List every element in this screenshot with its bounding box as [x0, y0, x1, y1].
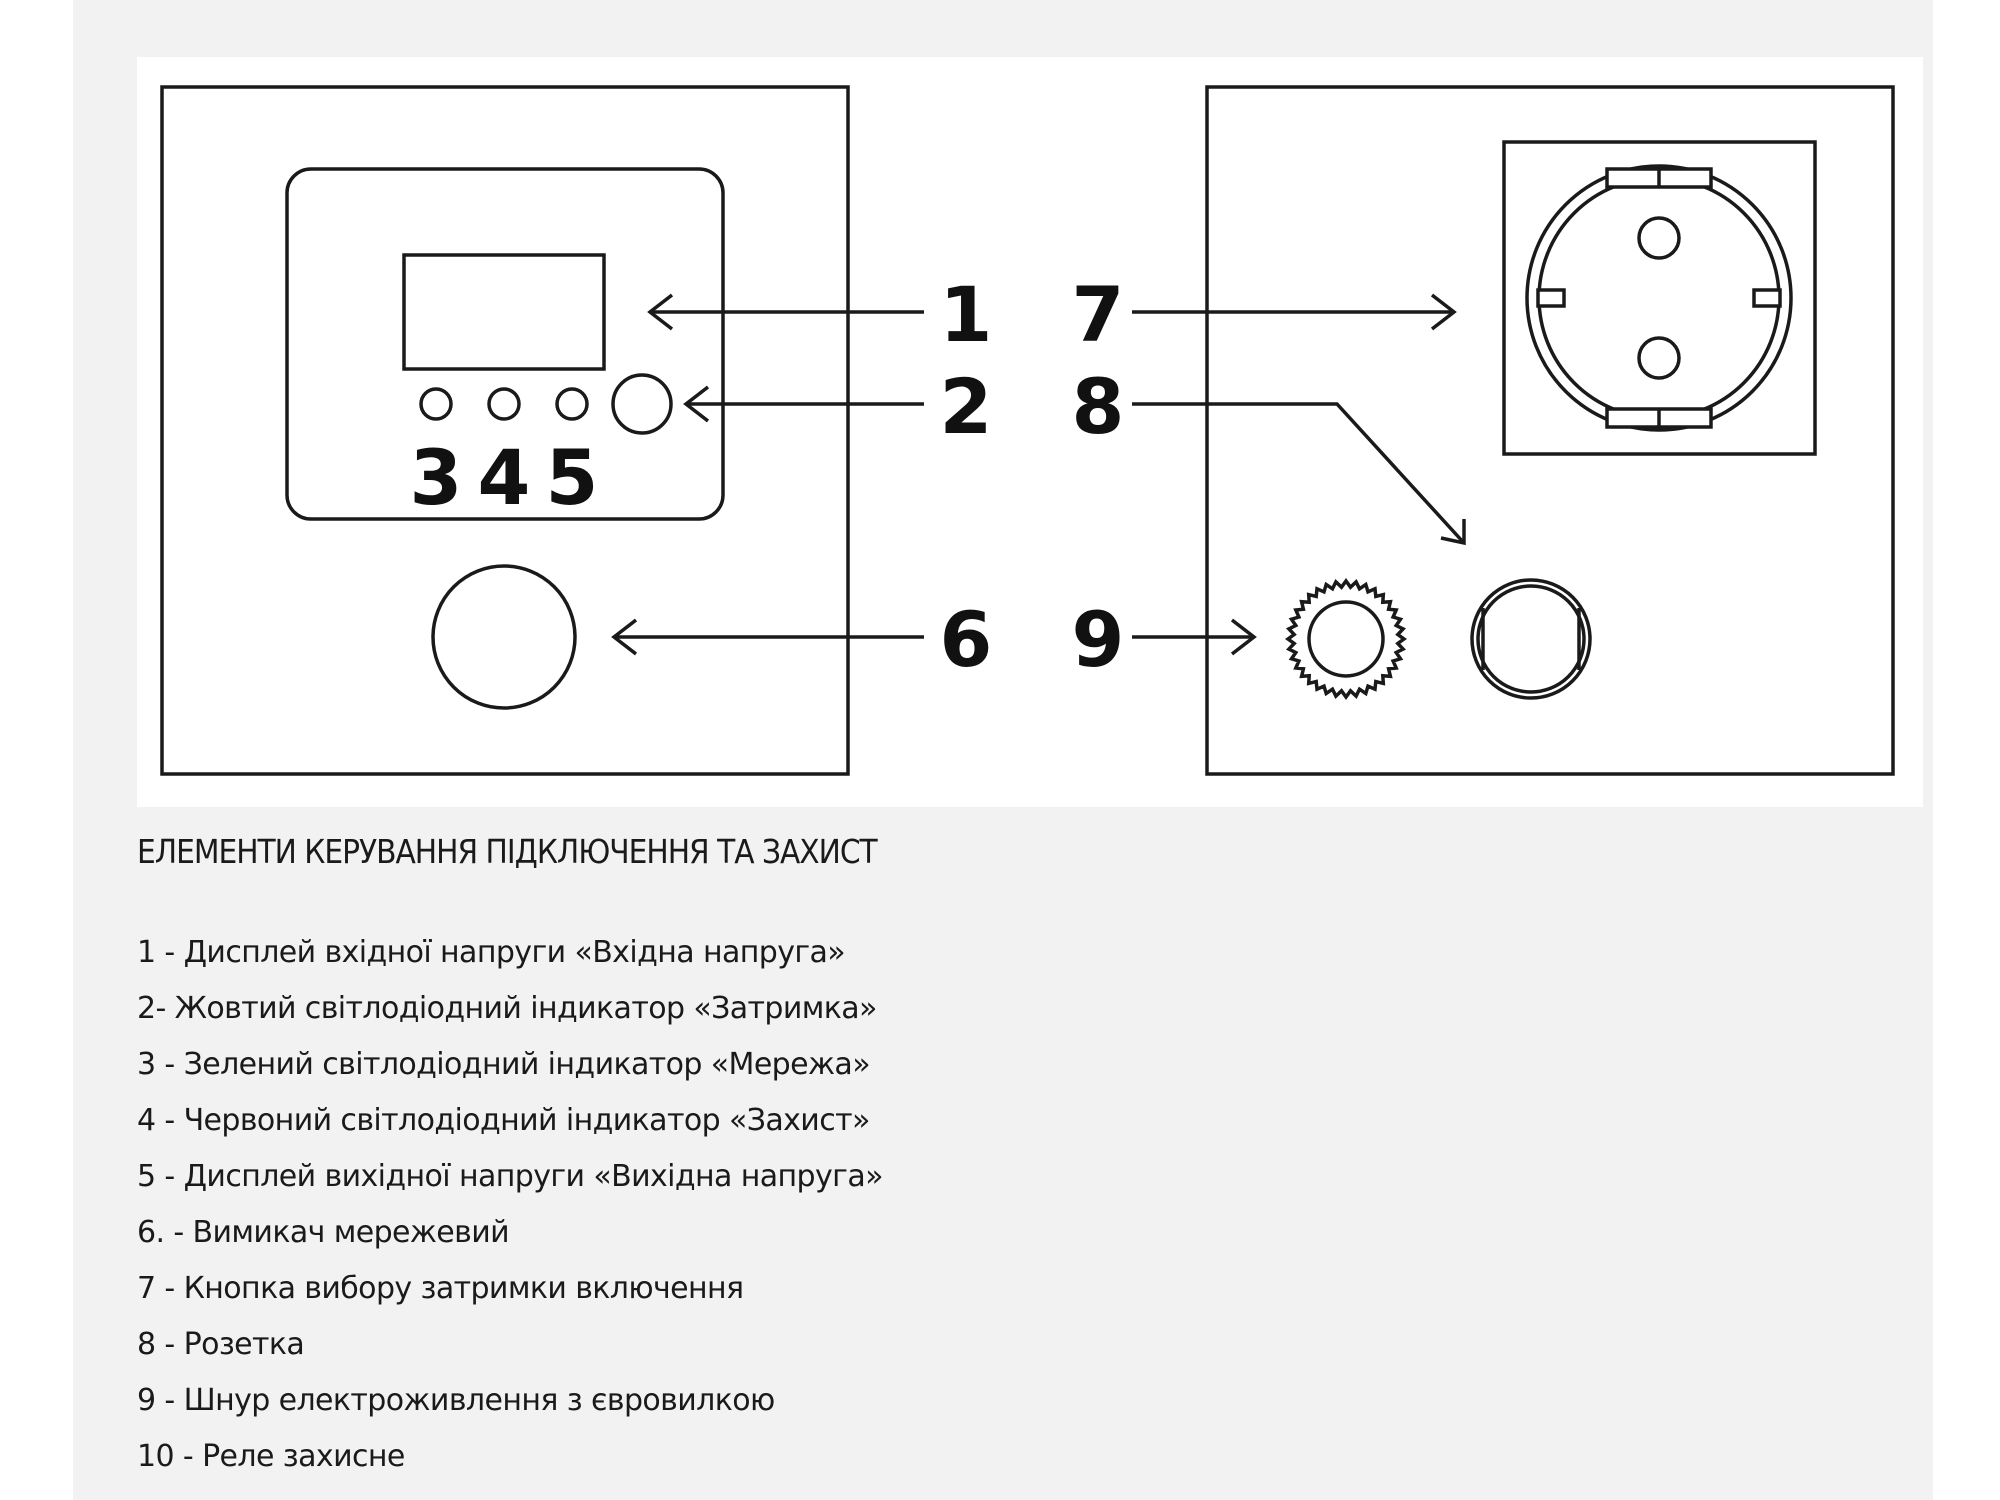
legend-item-5: 5 - Дисплей вихідної напруги «Вихідна на… — [137, 1159, 883, 1194]
protective-relay-outer — [1470, 578, 1592, 700]
arrow-6-head — [611, 618, 638, 656]
arrow-9-head — [1230, 618, 1257, 656]
diagram-label-5: 5 — [546, 433, 599, 522]
front-panel-frame — [160, 85, 850, 776]
section-heading: ЕЛЕМЕНТИ КЕРУВАННЯ ПІДКЛЮЧЕННЯ ТА ЗАХИСТ — [137, 832, 878, 871]
diagram-label-9: 9 — [1072, 595, 1125, 684]
diagram-label-1: 1 — [940, 270, 993, 359]
legend-list: 1 - Дисплей вхідної напруги «Вхідна напр… — [137, 925, 883, 1485]
protective-relay-inner — [1476, 584, 1586, 694]
diagram-label-3: 3 — [410, 433, 463, 522]
led-indicator-4 — [487, 387, 521, 421]
arrow-8-line — [1132, 402, 1466, 545]
socket-outer-ring — [1525, 164, 1793, 432]
legend-item-10: 10 - Реле захисне — [137, 1439, 405, 1474]
arrow-8-head — [1440, 519, 1466, 546]
socket-pin-hole-top — [1637, 216, 1681, 260]
legend-item-8: 8 - Розетка — [137, 1327, 305, 1362]
legend-item-9: 9 - Шнур електроживлення з євровилкою — [137, 1383, 775, 1418]
diagram-label-6: 6 — [940, 595, 993, 684]
legend-item-3: 3 - Зелений світлодіодний індикатор «Мер… — [137, 1047, 871, 1082]
led-indicator-3 — [419, 387, 453, 421]
diagram-label-2: 2 — [940, 362, 993, 451]
socket-inner-ring — [1537, 176, 1781, 420]
left-arrows — [611, 293, 924, 656]
arrow-7-head — [1430, 293, 1457, 331]
diagram-label-4: 4 — [478, 433, 531, 522]
diagram-label-7: 7 — [1072, 270, 1125, 359]
device-diagram-svg: 1 2 3 4 5 6 7 8 9 — [160, 85, 1895, 776]
power-cord-gland-serrated — [1285, 578, 1407, 700]
socket-side-slot-right — [1752, 288, 1782, 308]
power-switch — [431, 564, 577, 710]
legend-item-6: 6. - Вимикач мережевий — [137, 1215, 510, 1250]
arrow-2-head — [683, 385, 710, 423]
led-indicator-5 — [555, 387, 589, 421]
delay-indicator — [611, 373, 673, 435]
right-arrows — [1132, 293, 1466, 656]
socket-pin-hole-bottom — [1637, 336, 1681, 380]
front-panel — [160, 85, 850, 776]
rear-panel — [1205, 85, 1895, 776]
arrow-1-head — [647, 293, 674, 331]
legend-item-2: 2- Жовтий світлодіодний індикатор «Затри… — [137, 991, 877, 1026]
legend-item-1: 1 - Дисплей вхідної напруги «Вхідна напр… — [137, 935, 846, 970]
rear-panel-frame — [1205, 85, 1895, 776]
socket-frame — [1502, 140, 1817, 456]
control-block — [285, 167, 725, 521]
diagram-label-8: 8 — [1072, 362, 1125, 451]
socket-side-slot-left — [1536, 288, 1566, 308]
input-voltage-display — [402, 253, 606, 371]
legend-item-7: 7 - Кнопка вибору затримки включення — [137, 1271, 744, 1306]
power-cord-gland-core — [1307, 600, 1385, 678]
legend-item-4: 4 - Червоний світлодіодний індикатор «За… — [137, 1103, 870, 1138]
device-diagram: 1 2 3 4 5 6 7 8 9 — [137, 57, 1923, 807]
